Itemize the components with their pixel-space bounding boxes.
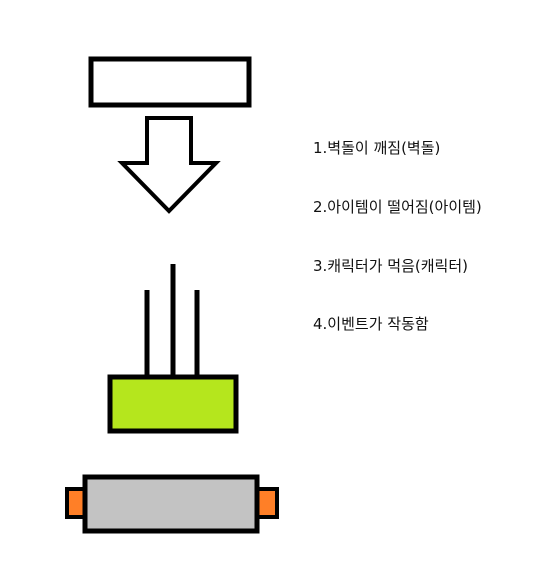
- step-3-label: 3.캐릭터가 먹음(캐릭터): [313, 257, 468, 275]
- brick: [88, 56, 252, 108]
- falling-lines-icon: [144, 264, 200, 377]
- down-arrow-icon: [117, 116, 221, 214]
- step-1-label: 1.벽돌이 깨짐(벽돌): [313, 139, 441, 157]
- character-right-end: [255, 487, 279, 519]
- item: [107, 374, 239, 434]
- character: [65, 474, 279, 534]
- character-body: [82, 474, 260, 534]
- step-4-label: 4.이벤트가 작동함: [313, 315, 429, 333]
- step-2-label: 2.아이템이 떨어짐(아이템): [313, 198, 482, 216]
